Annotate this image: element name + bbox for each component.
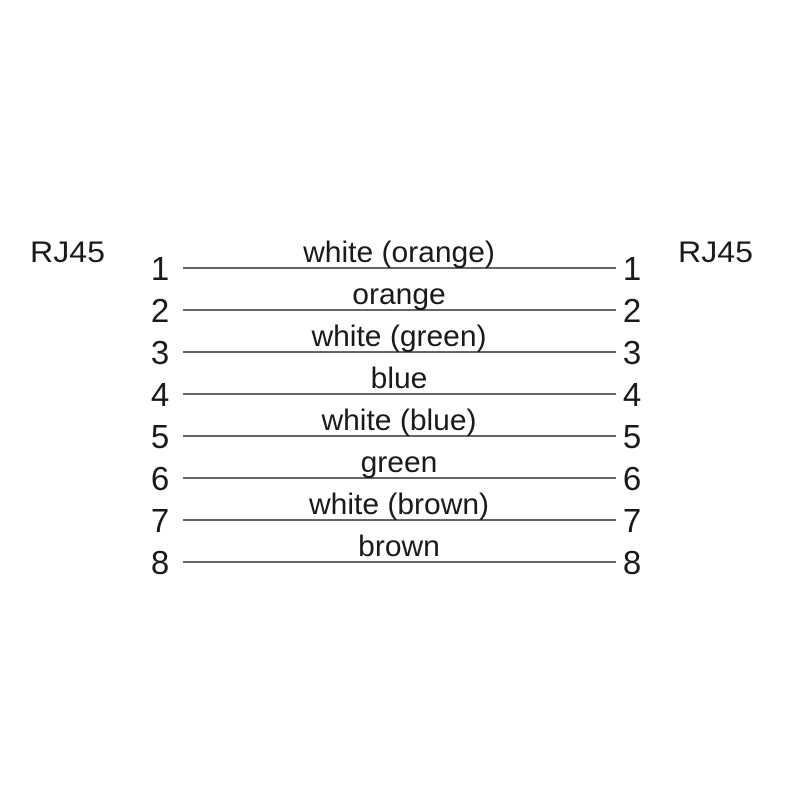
wire-color-label: brown: [358, 530, 440, 563]
left-pin-number: 8: [151, 544, 169, 581]
left-pin-number: 2: [151, 292, 169, 329]
left-pin-number: 4: [151, 376, 169, 413]
wire-color-label: white (blue): [320, 404, 476, 437]
left-pin-number: 1: [151, 250, 169, 287]
right-pin-number: 6: [623, 460, 641, 497]
wire-6: 6 6 green: [151, 446, 641, 497]
wire-color-label: blue: [371, 362, 428, 395]
left-pin-number: 5: [151, 418, 169, 455]
right-pin-number: 7: [623, 502, 641, 539]
wires: 1 1 white (orange) 2 2 orange 3 3 white (green) 4…: [151, 236, 641, 581]
wire-8: 8 8 brown: [151, 530, 641, 581]
left-pin-number: 7: [151, 502, 169, 539]
left-pin-number: 6: [151, 460, 169, 497]
wire-color-label: green: [361, 446, 438, 479]
left-pin-number: 3: [151, 334, 169, 371]
right-pin-number: 4: [623, 376, 641, 413]
wire-1: 1 1 white (orange): [151, 236, 641, 287]
wire-color-label: white (brown): [308, 488, 489, 521]
wire-7: 7 7 white (brown): [151, 488, 641, 539]
right-connector-label: RJ45: [678, 236, 753, 269]
right-pin-number: 8: [623, 544, 641, 581]
right-pin-number: 1: [623, 250, 641, 287]
right-pin-number: 5: [623, 418, 641, 455]
wire-5: 5 5 white (blue): [151, 404, 641, 455]
wire-color-label: white (green): [310, 320, 486, 353]
wire-color-label: orange: [352, 278, 445, 311]
wire-4: 4 4 blue: [151, 362, 641, 413]
right-pin-number: 2: [623, 292, 641, 329]
right-pin-number: 3: [623, 334, 641, 371]
wire-2: 2 2 orange: [151, 278, 641, 329]
wire-3: 3 3 white (green): [151, 320, 641, 371]
wire-color-label: white (orange): [302, 236, 495, 269]
left-connector-label: RJ45: [30, 236, 105, 269]
